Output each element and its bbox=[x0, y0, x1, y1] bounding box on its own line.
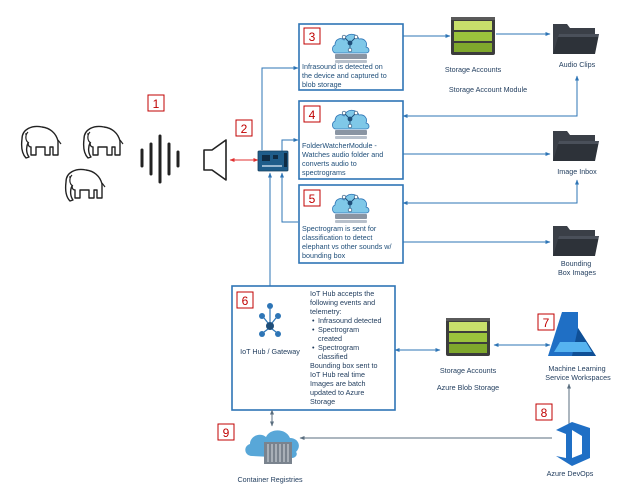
svg-text:7: 7 bbox=[543, 316, 550, 330]
azure-devops-icon bbox=[556, 422, 590, 466]
number-marker-8: 8 bbox=[535, 403, 553, 421]
storage-bottom-sublabel: Azure Blob Storage bbox=[437, 383, 499, 392]
container-registry-icon bbox=[245, 430, 299, 464]
svg-text:1: 1 bbox=[153, 97, 160, 111]
folder-bounding-label: Bounding Box Images bbox=[558, 259, 596, 277]
folder-audio-label: Audio Clips bbox=[559, 60, 596, 69]
module5-text: Spectrogram is sent for classification t… bbox=[302, 224, 394, 260]
storage-top-label: Storage Accounts bbox=[445, 65, 502, 74]
number-marker-4: 4 bbox=[303, 105, 321, 123]
folder-image-inbox-label: Image Inbox bbox=[557, 167, 597, 176]
speaker-icon bbox=[203, 139, 227, 181]
storage-top-module-label: Storage Account Module bbox=[449, 85, 527, 94]
module-panel-3: Infrasound is detected on the device and… bbox=[298, 23, 404, 91]
module3-text: Infrasound is detected on the device and… bbox=[302, 62, 389, 89]
devops-label: Azure DevOps bbox=[547, 469, 594, 478]
storage-account-icon-bottom bbox=[446, 318, 490, 356]
svg-text:6: 6 bbox=[242, 294, 249, 308]
iot-hub-panel bbox=[231, 285, 396, 411]
iot-bullet-1: Infrasound detected bbox=[318, 316, 382, 325]
number-marker-7: 7 bbox=[537, 313, 555, 331]
number-marker-9: 9 bbox=[217, 423, 235, 441]
iot-bullet-2: Spectrogram created bbox=[318, 325, 361, 343]
ml-label: Machine Learning Service Workspaces bbox=[545, 364, 611, 382]
svg-text:•: • bbox=[312, 316, 315, 325]
svg-text:•: • bbox=[312, 343, 315, 352]
svg-text:4: 4 bbox=[309, 108, 316, 122]
iot-hub-title: IoT Hub / Gateway bbox=[240, 347, 300, 356]
storage-bottom-label: Storage Accounts bbox=[440, 366, 497, 375]
svg-text:5: 5 bbox=[309, 192, 316, 206]
number-marker-5: 5 bbox=[303, 189, 321, 207]
svg-text:•: • bbox=[312, 325, 315, 334]
folder-icon-bounding bbox=[553, 226, 599, 256]
svg-text:2: 2 bbox=[241, 122, 248, 136]
iot-hub-icon bbox=[259, 303, 281, 337]
device-board-icon bbox=[257, 150, 289, 172]
iot-bullet-3: Spectrogram classified bbox=[318, 343, 361, 361]
number-marker-3: 3 bbox=[303, 27, 321, 45]
storage-account-icon bbox=[451, 17, 495, 55]
iot-hub-description: IoT Hub accepts the following events and… bbox=[310, 289, 377, 316]
number-marker-2: 2 bbox=[235, 119, 253, 137]
folder-icon bbox=[553, 24, 599, 54]
iot-hub-bullets: • Infrasound detected • Spectrogram crea… bbox=[312, 316, 382, 361]
svg-text:9: 9 bbox=[223, 426, 230, 440]
svg-text:8: 8 bbox=[541, 406, 548, 420]
svg-text:3: 3 bbox=[309, 30, 316, 44]
elephant-icon bbox=[20, 125, 124, 202]
number-marker-1: 1 bbox=[147, 94, 165, 112]
machine-learning-icon bbox=[548, 312, 596, 356]
registry-label: Container Registries bbox=[237, 475, 303, 484]
folder-icon-image-inbox bbox=[553, 131, 599, 161]
iot-hub-outro: Bounding box sent to IoT Hub real time I… bbox=[310, 361, 380, 406]
sound-wave-icon bbox=[140, 134, 180, 184]
number-marker-6: 6 bbox=[236, 291, 254, 309]
module4-text: FolderWatcherModule - Watches audio fold… bbox=[302, 141, 385, 177]
